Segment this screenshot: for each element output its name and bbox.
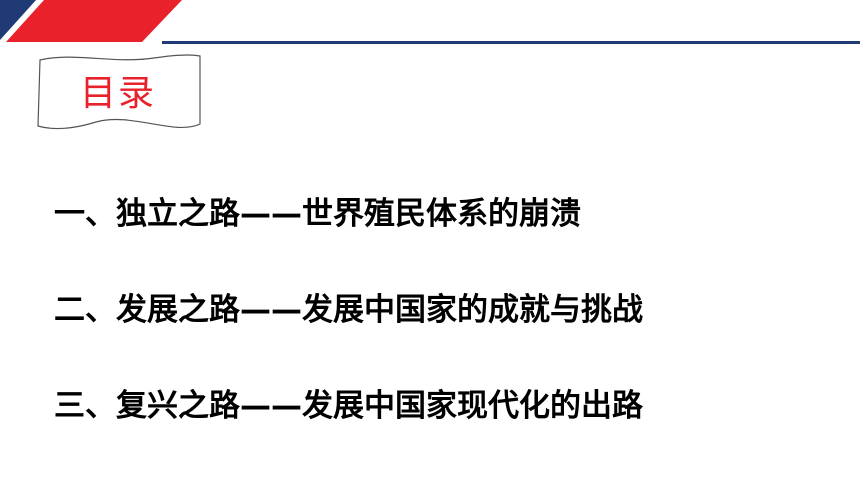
title-banner (37, 54, 201, 130)
page-title: 目录 (80, 73, 157, 114)
toc-item-2[interactable]: 二、发展之路——发展中国家的成就与挑战 (54, 292, 643, 328)
header-stripes (0, 0, 860, 44)
toc-list: 一、独立之路——世界殖民体系的崩溃 二、发展之路——发展中国家的成就与挑战 三、… (54, 188, 643, 476)
navy-stripe (0, 0, 36, 40)
banner-shape (37, 54, 201, 130)
toc-item-3[interactable]: 三、复兴之路——发展中国家现代化的出路 (54, 388, 643, 424)
red-stripe (6, 0, 182, 42)
header-line (162, 41, 860, 44)
toc-item-1[interactable]: 一、独立之路——世界殖民体系的崩溃 (54, 196, 581, 232)
